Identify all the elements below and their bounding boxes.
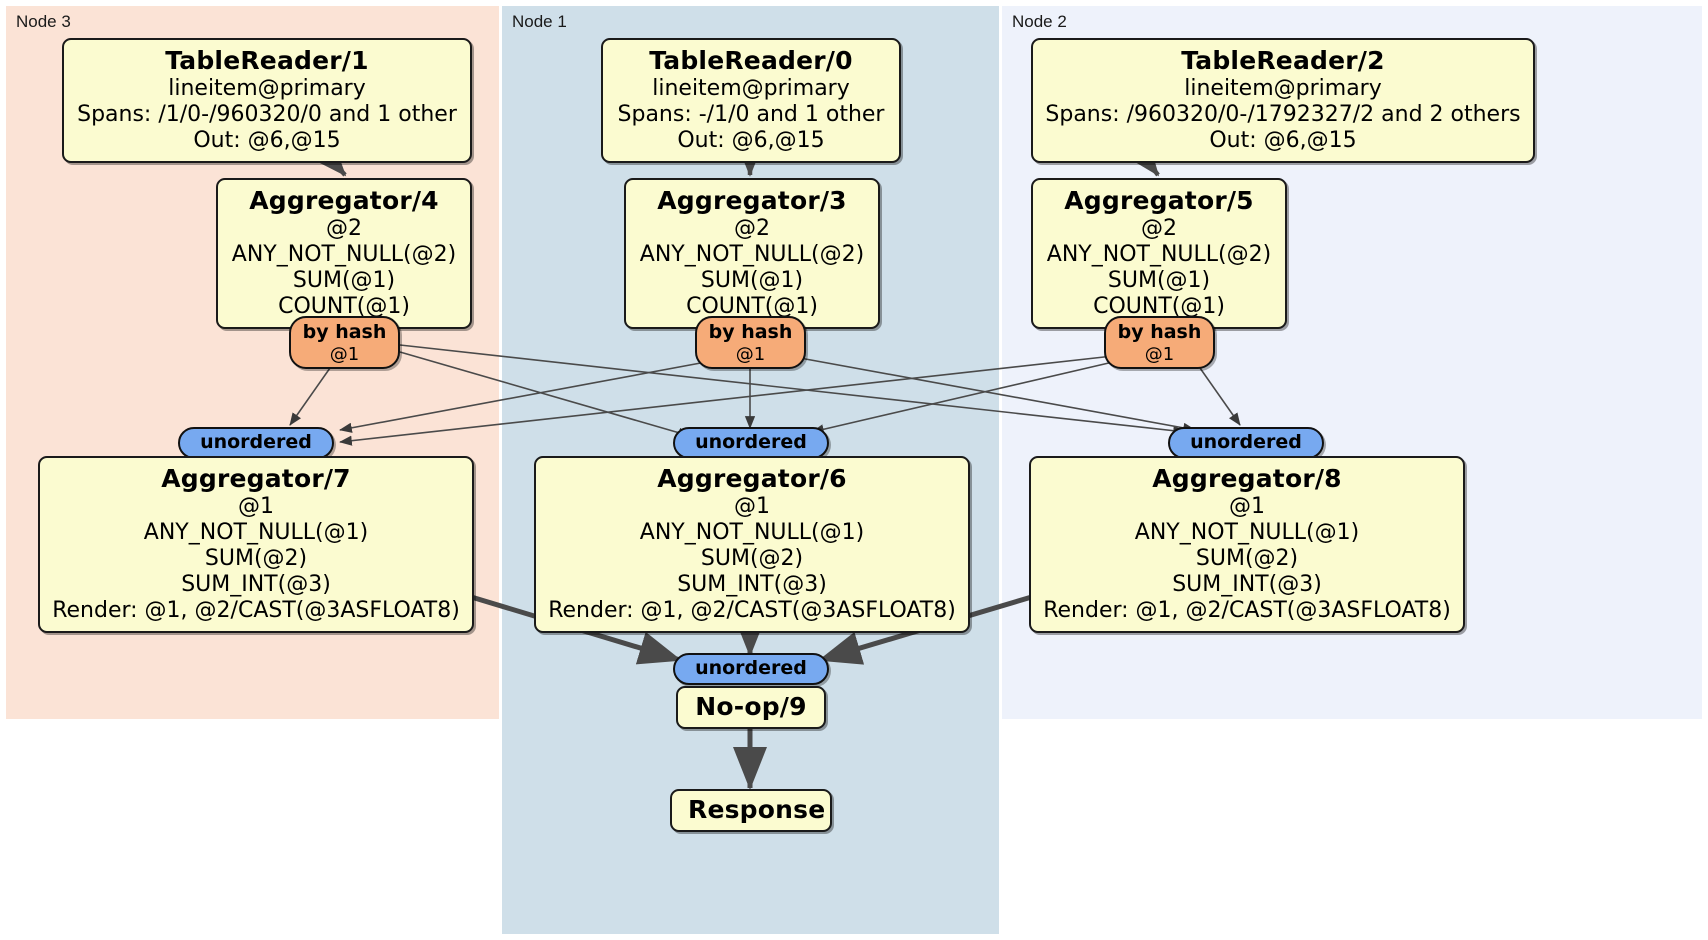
processor-line: SUM(@1) [1107, 268, 1211, 293]
processor-no-op-9[interactable]: No-op/9 [676, 686, 826, 729]
processor-line: Out: @6,@15 [677, 128, 825, 153]
router-unordered-final[interactable]: unordered [673, 653, 829, 685]
processor-line: Render: @1, @2/CAST(@3ASFLOAT8) [1043, 598, 1451, 623]
router-label: unordered [695, 657, 807, 679]
processor-line: SUM_INT(@3) [1172, 572, 1322, 597]
processor-line: COUNT(@1) [278, 294, 410, 319]
node-panel-label-node2: Node 2 [1012, 12, 1067, 31]
processor-title: Aggregator/6 [657, 464, 847, 493]
processor-line: lineitem@primary [652, 76, 850, 101]
router-by-hash-left[interactable]: by hash @1 [289, 316, 400, 369]
processor-title: Aggregator/7 [161, 464, 351, 493]
processor-line: @2 [1141, 216, 1177, 241]
router-sublabel: @1 [1144, 344, 1175, 365]
processor-line: Out: @6,@15 [193, 128, 341, 153]
processor-aggregator-3[interactable]: Aggregator/3 @2 ANY_NOT_NULL(@2) SUM(@1)… [624, 178, 880, 329]
processor-tablereader-1[interactable]: TableReader/1 lineitem@primary Spans: /1… [62, 38, 472, 163]
node-panel-label-node1: Node 1 [512, 12, 567, 31]
processor-tablereader-0[interactable]: TableReader/0 lineitem@primary Spans: -/… [601, 38, 901, 163]
router-sublabel: @1 [329, 344, 360, 365]
processor-title: Aggregator/8 [1152, 464, 1342, 493]
processor-aggregator-7[interactable]: Aggregator/7 @1 ANY_NOT_NULL(@1) SUM(@2)… [38, 456, 474, 633]
processor-title: TableReader/0 [649, 46, 853, 75]
processor-line: ANY_NOT_NULL(@1) [639, 520, 865, 545]
processor-line: @2 [734, 216, 770, 241]
processor-line: ANY_NOT_NULL(@2) [231, 242, 457, 267]
processor-title: Aggregator/5 [1064, 186, 1254, 215]
router-sublabel: @1 [735, 344, 766, 365]
processor-aggregator-6[interactable]: Aggregator/6 @1 ANY_NOT_NULL(@1) SUM(@2)… [534, 456, 970, 633]
node-panel-label-node3: Node 3 [16, 12, 71, 31]
processor-title: Aggregator/3 [657, 186, 847, 215]
router-label: unordered [1190, 431, 1302, 453]
processor-response[interactable]: Response [670, 789, 832, 832]
processor-line: COUNT(@1) [1093, 294, 1225, 319]
router-unordered-right[interactable]: unordered [1168, 427, 1324, 459]
processor-line: Out: @6,@15 [1209, 128, 1357, 153]
processor-line: SUM_INT(@3) [181, 572, 331, 597]
processor-line: ANY_NOT_NULL(@1) [1134, 520, 1360, 545]
processor-title: TableReader/1 [165, 46, 369, 75]
processor-line: SUM(@2) [700, 546, 804, 571]
processor-title: Aggregator/4 [249, 186, 439, 215]
processor-title: Response [688, 795, 826, 824]
processor-line: @1 [1229, 494, 1265, 519]
processor-line: lineitem@primary [1184, 76, 1382, 101]
processor-aggregator-8[interactable]: Aggregator/8 @1 ANY_NOT_NULL(@1) SUM(@2)… [1029, 456, 1465, 633]
router-label: by hash [1117, 321, 1202, 343]
processor-line: Render: @1, @2/CAST(@3ASFLOAT8) [548, 598, 956, 623]
router-label: by hash [708, 321, 793, 343]
processor-line: Spans: /960320/0-/1792327/2 and 2 others [1045, 102, 1521, 127]
router-label: unordered [200, 431, 312, 453]
processor-aggregator-4[interactable]: Aggregator/4 @2 ANY_NOT_NULL(@2) SUM(@1)… [216, 178, 472, 329]
processor-line: Render: @1, @2/CAST(@3ASFLOAT8) [52, 598, 460, 623]
processor-line: Spans: -/1/0 and 1 other [617, 102, 885, 127]
processor-line: ANY_NOT_NULL(@1) [143, 520, 369, 545]
router-label: unordered [695, 431, 807, 453]
router-by-hash-right[interactable]: by hash @1 [1104, 316, 1215, 369]
processor-line: SUM(@2) [1195, 546, 1299, 571]
processor-line: lineitem@primary [168, 76, 366, 101]
router-label: by hash [302, 321, 387, 343]
router-by-hash-mid[interactable]: by hash @1 [695, 316, 806, 369]
processor-title: TableReader/2 [1181, 46, 1385, 75]
router-unordered-mid[interactable]: unordered [673, 427, 829, 459]
processor-line: @2 [326, 216, 362, 241]
processor-title: No-op/9 [695, 692, 807, 721]
processor-line: @1 [238, 494, 274, 519]
processor-aggregator-5[interactable]: Aggregator/5 @2 ANY_NOT_NULL(@2) SUM(@1)… [1031, 178, 1287, 329]
processor-line: ANY_NOT_NULL(@2) [1046, 242, 1272, 267]
router-unordered-left[interactable]: unordered [178, 427, 334, 459]
processor-line: SUM_INT(@3) [677, 572, 827, 597]
processor-line: SUM(@1) [700, 268, 804, 293]
processor-line: SUM(@1) [292, 268, 396, 293]
processor-line: Spans: /1/0-/960320/0 and 1 other [77, 102, 457, 127]
processor-tablereader-2[interactable]: TableReader/2 lineitem@primary Spans: /9… [1031, 38, 1535, 163]
processor-line: @1 [734, 494, 770, 519]
processor-line: ANY_NOT_NULL(@2) [639, 242, 865, 267]
processor-line: SUM(@2) [204, 546, 308, 571]
processor-line: COUNT(@1) [686, 294, 818, 319]
